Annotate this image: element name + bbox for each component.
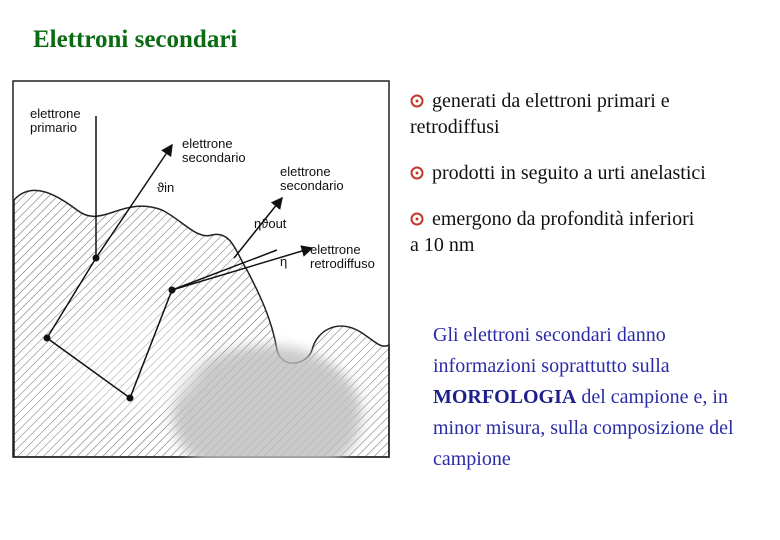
bullet-item: emergono da profondità inferiori a 10 nm (410, 206, 770, 258)
summary-note: Gli elettroni secondari danno informazio… (433, 320, 753, 475)
label-secondary-b-1: elettrone (280, 164, 331, 179)
label-primary-1: elettrone (30, 106, 81, 121)
label-eta: η (280, 254, 287, 269)
label-eta-theta-out: ηϑout (254, 216, 287, 231)
bullet-list: generati da elettroni primari e retrodif… (410, 88, 770, 278)
bullet-text-line1: prodotti in seguito a urti anelastici (432, 162, 706, 184)
label-backscattered-2: retrodiffuso (310, 256, 375, 271)
swirl-icon (410, 212, 424, 226)
swirl-icon (410, 94, 424, 108)
label-theta-in: ϑin (157, 180, 174, 195)
electron-interaction-diagram: elettrone primario elettrone secondario … (12, 80, 390, 458)
note-text-1: Gli elettroni secondari danno informazio… (433, 324, 670, 377)
label-backscattered-1: elettrone (310, 242, 361, 257)
bullet-item: generati da elettroni primari e retrodif… (410, 88, 770, 140)
note-emphasis: MORFOLOGIA (433, 386, 576, 408)
slide-title: Elettroni secondari (33, 26, 237, 54)
label-secondary-a-2: secondario (182, 150, 246, 165)
swirl-icon (410, 166, 424, 180)
bullet-text-line1: generati da elettroni primari e (432, 90, 670, 112)
bullet-text-line2: retrodiffusi (410, 116, 500, 138)
label-primary-2: primario (30, 120, 77, 135)
bullet-text-line2: a 10 nm (410, 234, 474, 256)
bullet-item: prodotti in seguito a urti anelastici (410, 160, 770, 186)
label-secondary-b-2: secondario (280, 178, 344, 193)
bullet-text-line1: emergono da profondità inferiori (432, 208, 694, 230)
label-secondary-a-1: elettrone (182, 136, 233, 151)
